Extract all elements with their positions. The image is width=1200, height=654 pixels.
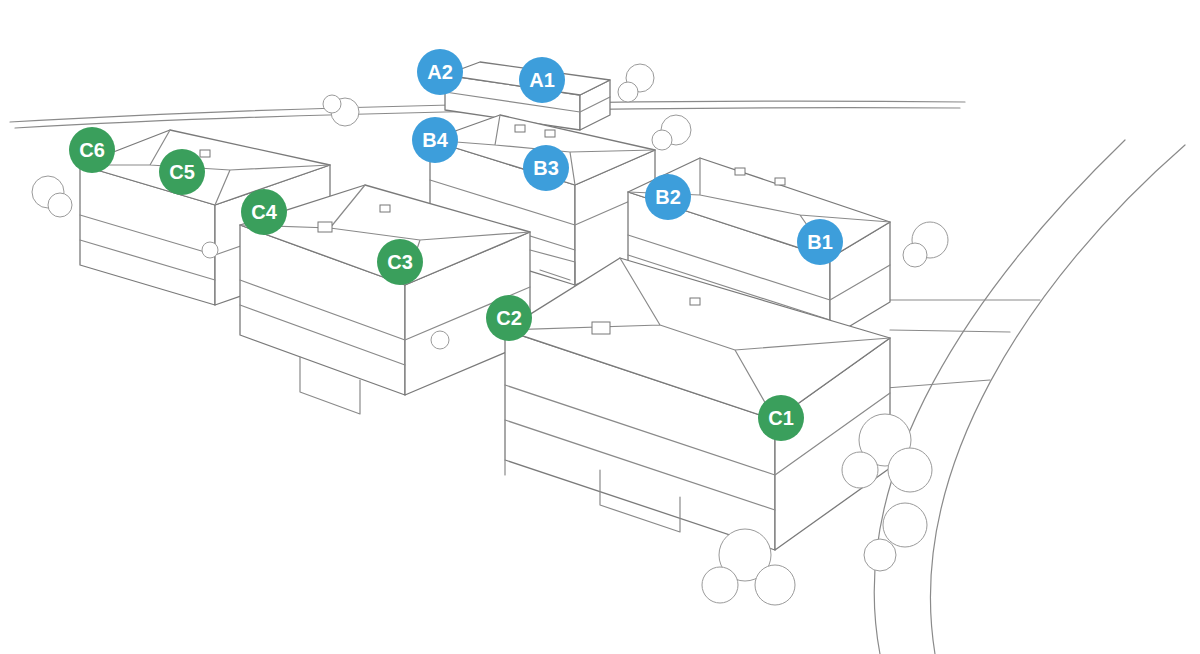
callout-label: C3 (387, 252, 413, 272)
callout-circle: B3 (523, 145, 569, 191)
callout-circle: B4 (412, 117, 458, 163)
callout-circle: C6 (69, 127, 115, 173)
callout-circle: B2 (645, 174, 691, 220)
callout-circle: C3 (377, 239, 423, 285)
callout-label: A2 (427, 62, 453, 82)
callout-label: C6 (79, 140, 105, 160)
callout-circle: C1 (758, 395, 804, 441)
callout-circle: C4 (241, 189, 287, 235)
callout-label: C2 (496, 308, 522, 328)
callout-circle: C5 (159, 149, 205, 195)
callout-label: C5 (169, 162, 195, 182)
building (505, 258, 890, 550)
callout-label: A1 (529, 70, 555, 90)
callout-label: C4 (251, 202, 277, 222)
road-edge (874, 140, 1125, 654)
callout-circle: A2 (417, 49, 463, 95)
callout-circle: C2 (486, 295, 532, 341)
callout-label: B3 (533, 158, 559, 178)
callout-circle: A1 (519, 57, 565, 103)
callout-label: C1 (768, 408, 794, 428)
tree (202, 222, 948, 605)
callout-label: B2 (655, 187, 681, 207)
callout-label: B4 (422, 130, 448, 150)
callout-label: B1 (807, 232, 833, 252)
callout-circle: B1 (797, 219, 843, 265)
road-edge (931, 145, 1185, 654)
